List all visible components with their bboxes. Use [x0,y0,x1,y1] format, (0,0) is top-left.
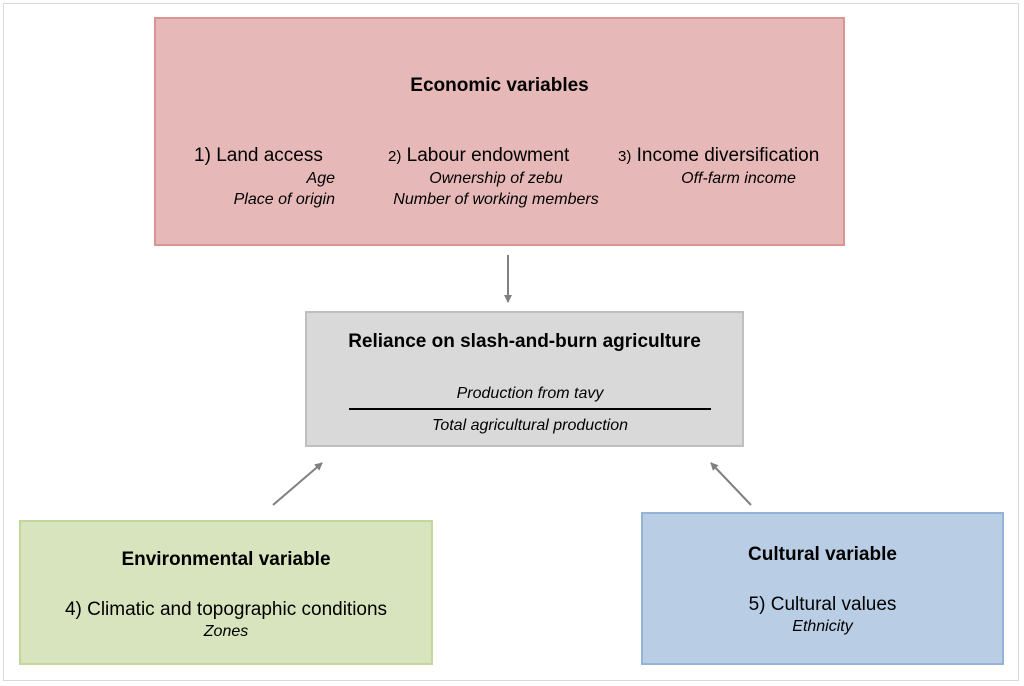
land-access-heading: 1) Land access [194,145,323,167]
land-access-item-age: Age [306,170,335,187]
reliance-box: Reliance on slash-and-burn agriculture P… [305,311,744,447]
labour-endowment-heading: 2) Labour endowment [388,145,569,167]
reliance-numerator: Production from tavy [456,385,604,402]
environmental-variable-box: Environmental variable 4) Climatic and t… [19,520,433,665]
cultural-variable-box: Cultural variable 5) Cultural values Eth… [641,512,1004,665]
land-access-label: Land access [216,145,323,166]
cultural-heading: 5) Cultural values [748,594,897,615]
economic-title: Economic variables [410,75,589,96]
labour-endowment-label: Labour endowment [406,145,570,166]
cultural-item: Ethnicity [792,618,853,635]
labour-item-members: Number of working members [393,191,599,208]
income-item-offfarm: Off-farm income [681,170,796,187]
income-diversification-heading: 3) Income diversification [618,145,819,167]
diagram-frame [3,3,1019,681]
income-diversification-label: Income diversification [636,145,820,166]
land-access-item-origin: Place of origin [233,191,335,208]
land-access-number: 1) [194,145,211,166]
environmental-heading: 4) Climatic and topographic conditions [64,599,388,620]
labour-endowment-number: 2) [388,148,402,165]
environmental-item: Zones [203,623,249,640]
income-diversification-number: 3) [618,148,632,165]
environmental-title: Environmental variable [121,549,331,570]
reliance-denominator: Total agricultural production [432,417,628,434]
reliance-title: Reliance on slash-and-burn agriculture [348,331,701,352]
economic-variables-box: Economic variables 1) Land access Age Pl… [154,17,845,246]
cultural-title: Cultural variable [748,544,897,565]
labour-item-zebu: Ownership of zebu [429,170,563,187]
fraction-line [349,408,711,410]
